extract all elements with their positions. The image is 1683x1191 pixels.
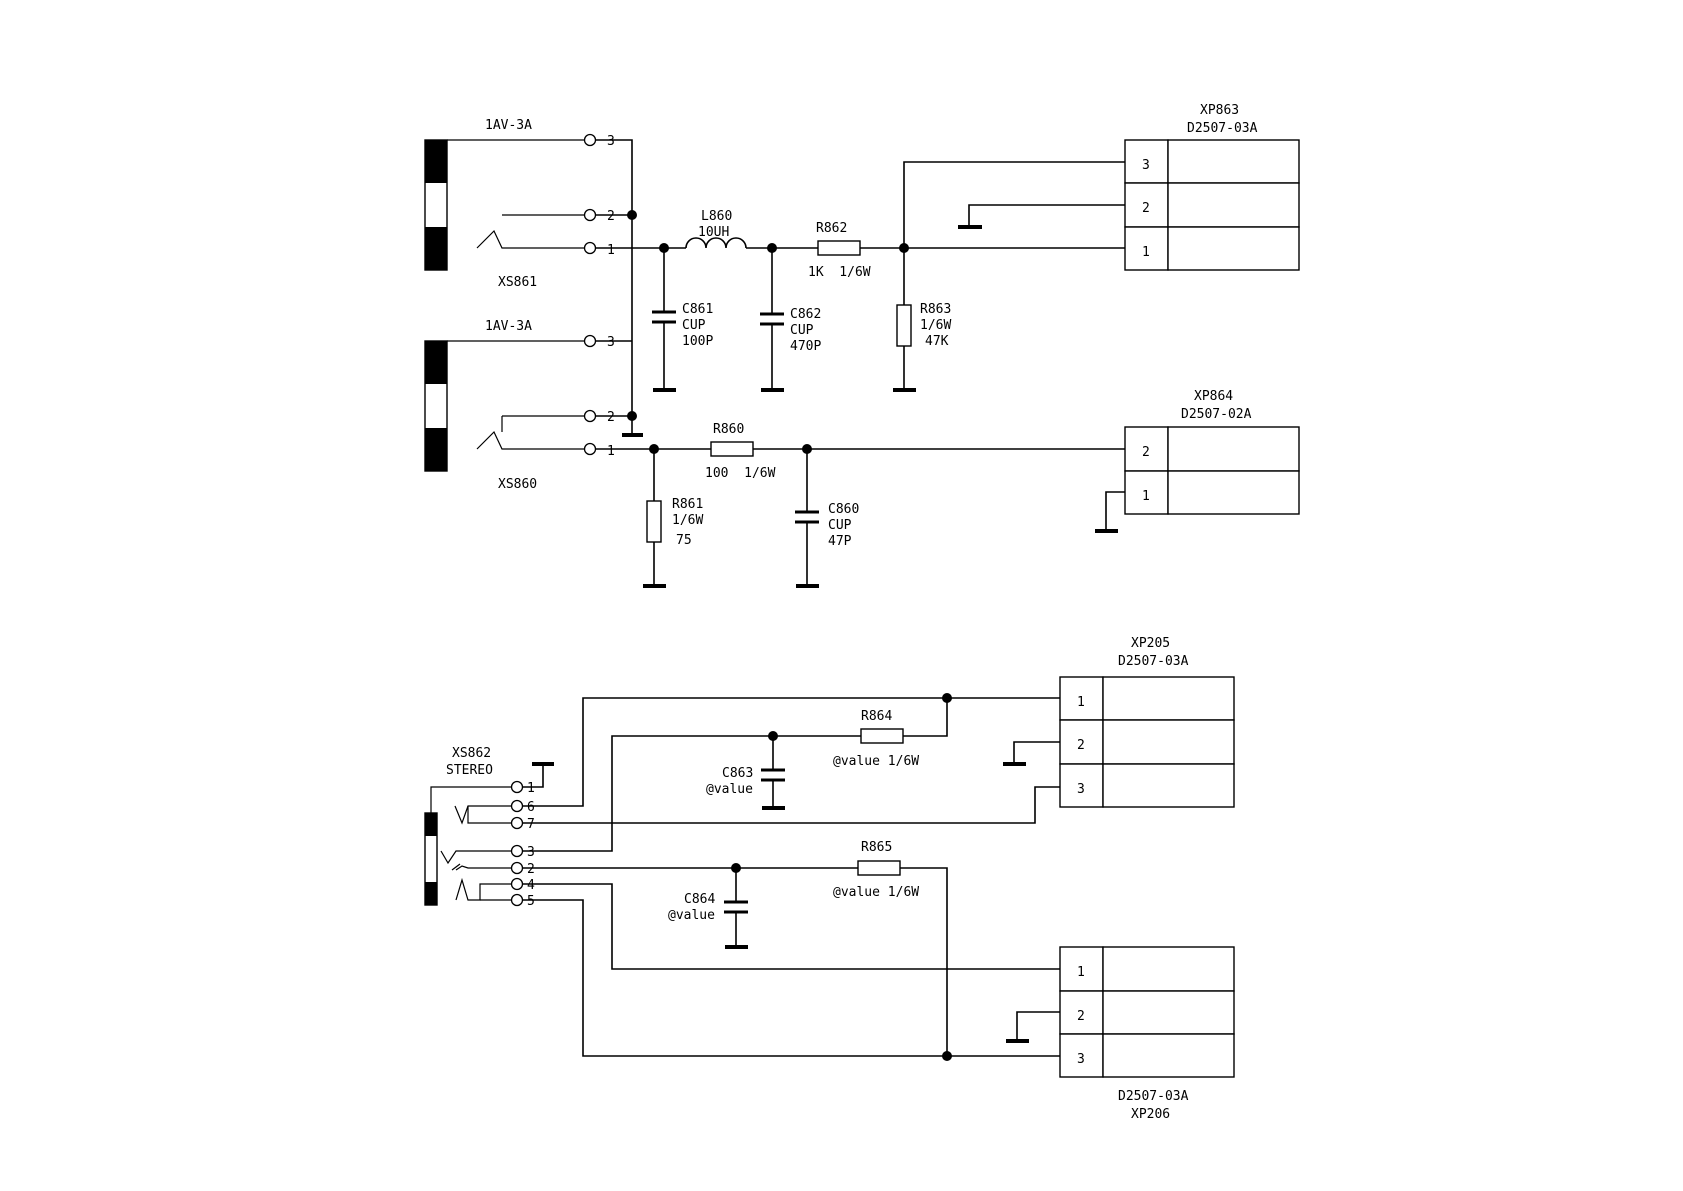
xp205-ref-label: XP205 bbox=[1131, 636, 1170, 651]
xp864-ref-label: XP864 bbox=[1194, 389, 1233, 404]
inductor-l860: L860 10UH bbox=[685, 209, 750, 249]
xp206-pin-3: 3 bbox=[1077, 1052, 1085, 1067]
c860-kind-label: CUP bbox=[828, 518, 852, 533]
r863-power-label: 1/6W bbox=[920, 318, 951, 333]
r862-ref-label: R862 bbox=[816, 221, 847, 236]
capacitor-c860: C860 CUP 47P bbox=[795, 449, 859, 588]
r864-ref-label: R864 bbox=[861, 709, 892, 724]
jack-xs861: 3 2 1 1AV-3A XS861 bbox=[424, 118, 615, 290]
xs860-pin-2: 2 bbox=[607, 410, 615, 425]
connector-xp206: 1 2 3 D2507-03A XP206 bbox=[1006, 946, 1235, 1122]
xp864-part-label: D2507-02A bbox=[1181, 407, 1252, 422]
xp205-pin-2: 2 bbox=[1077, 738, 1085, 753]
xp863-part-label: D2507-03A bbox=[1187, 121, 1258, 136]
lower-signal-net bbox=[595, 444, 1125, 454]
resistor-r860: R860 100 1/6W bbox=[705, 422, 776, 481]
xp205-part-label: D2507-03A bbox=[1118, 654, 1189, 669]
c862-kind-label: CUP bbox=[790, 323, 814, 338]
r864-value-label: @value 1/6W bbox=[833, 754, 919, 769]
xs860-ref-label: XS860 bbox=[498, 477, 537, 492]
xs862-type-label: STEREO bbox=[446, 763, 493, 778]
xp205-pin-1: 1 bbox=[1077, 695, 1085, 710]
capacitor-c863: C863 @value bbox=[706, 736, 785, 810]
xp863-pin-2: 2 bbox=[1142, 201, 1150, 216]
capacitor-c862: C862 CUP 470P bbox=[760, 248, 821, 392]
r860-ref-label: R860 bbox=[713, 422, 744, 437]
r860-value-label: 100 1/6W bbox=[705, 466, 776, 481]
jack-xs860: 3 2 1 1AV-3A XS860 bbox=[424, 319, 615, 492]
xs860-type-label: 1AV-3A bbox=[485, 319, 532, 334]
connector-xp863: 3 2 1 XP863 D2507-03A bbox=[958, 103, 1300, 271]
xs861-ref-label: XS861 bbox=[498, 275, 537, 290]
c861-kind-label: CUP bbox=[682, 318, 706, 333]
xs862-pin-6: 6 bbox=[527, 800, 535, 815]
xs862-pin-2: 2 bbox=[527, 862, 535, 877]
xp863-pin-3: 3 bbox=[1142, 158, 1150, 173]
c861-ref-label: C861 bbox=[682, 302, 713, 317]
r865-ref-label: R865 bbox=[861, 840, 892, 855]
l860-value-label: 10UH bbox=[698, 225, 729, 240]
xs861-pin-2: 2 bbox=[607, 209, 615, 224]
r861-value-label: 75 bbox=[676, 533, 692, 548]
stereo-wiring bbox=[522, 693, 1060, 1061]
r863-value-label: 47K bbox=[925, 334, 949, 349]
xp863-ref-label: XP863 bbox=[1200, 103, 1239, 118]
xs860-pin-3: 3 bbox=[607, 335, 615, 350]
upper-ground-bus bbox=[595, 139, 643, 437]
xp206-pin-2: 2 bbox=[1077, 1009, 1085, 1024]
resistor-r861: R861 1/6W 75 bbox=[643, 449, 703, 588]
r861-power-label: 1/6W bbox=[672, 513, 703, 528]
r861-ref-label: R861 bbox=[672, 497, 703, 512]
r865-value-label: @value 1/6W bbox=[833, 885, 919, 900]
resistor-r863: R863 1/6W 47K bbox=[893, 248, 951, 392]
xs862-pin-7: 7 bbox=[527, 817, 535, 832]
xs862-pin-3: 3 bbox=[527, 845, 535, 860]
xp206-pin-1: 1 bbox=[1077, 965, 1085, 980]
xs861-pin-3: 3 bbox=[607, 134, 615, 149]
capacitor-c864: C864 @value bbox=[668, 868, 748, 949]
c864-ref-label: C864 bbox=[684, 892, 715, 907]
c861-value-label: 100P bbox=[682, 334, 713, 349]
xs862-ref-label: XS862 bbox=[452, 746, 491, 761]
xp206-ref-label: XP206 bbox=[1131, 1107, 1170, 1122]
c862-value-label: 470P bbox=[790, 339, 821, 354]
xp863-pin-1: 1 bbox=[1142, 245, 1150, 260]
xp206-part-label: D2507-03A bbox=[1118, 1089, 1189, 1104]
xp864-pin-2: 2 bbox=[1142, 445, 1150, 460]
xp205-pin-3: 3 bbox=[1077, 782, 1085, 797]
c864-value-label: @value bbox=[668, 908, 715, 923]
r862-value-label: 1K 1/6W bbox=[808, 265, 871, 280]
c862-ref-label: C862 bbox=[790, 307, 821, 322]
xs862-pin-4: 4 bbox=[527, 878, 535, 893]
c860-value-label: 47P bbox=[828, 534, 852, 549]
capacitor-c861: C861 CUP 100P bbox=[652, 248, 713, 392]
l860-ref-label: L860 bbox=[701, 209, 732, 224]
c863-ref-label: C863 bbox=[722, 766, 753, 781]
xs861-type-label: 1AV-3A bbox=[485, 118, 532, 133]
connector-xp864: 2 1 XP864 D2507-02A bbox=[1095, 389, 1300, 533]
connector-xp205: 1 2 3 XP205 D2507-03A bbox=[1003, 636, 1235, 808]
resistor-r864: R864 @value 1/6W bbox=[833, 709, 919, 769]
xs862-pin-1: 1 bbox=[527, 781, 535, 796]
resistor-r865: R865 @value 1/6W bbox=[833, 840, 919, 900]
r863-ref-label: R863 bbox=[920, 302, 951, 317]
xs861-pin-1: 1 bbox=[607, 243, 615, 258]
xp864-pin-1: 1 bbox=[1142, 489, 1150, 504]
xs862-pin-5: 5 bbox=[527, 894, 535, 909]
upper-signal-net bbox=[595, 161, 1125, 253]
c860-ref-label: C860 bbox=[828, 502, 859, 517]
c863-value-label: @value bbox=[706, 782, 753, 797]
xs860-pin-1: 1 bbox=[607, 444, 615, 459]
resistor-r862: R862 1K 1/6W bbox=[808, 221, 871, 280]
